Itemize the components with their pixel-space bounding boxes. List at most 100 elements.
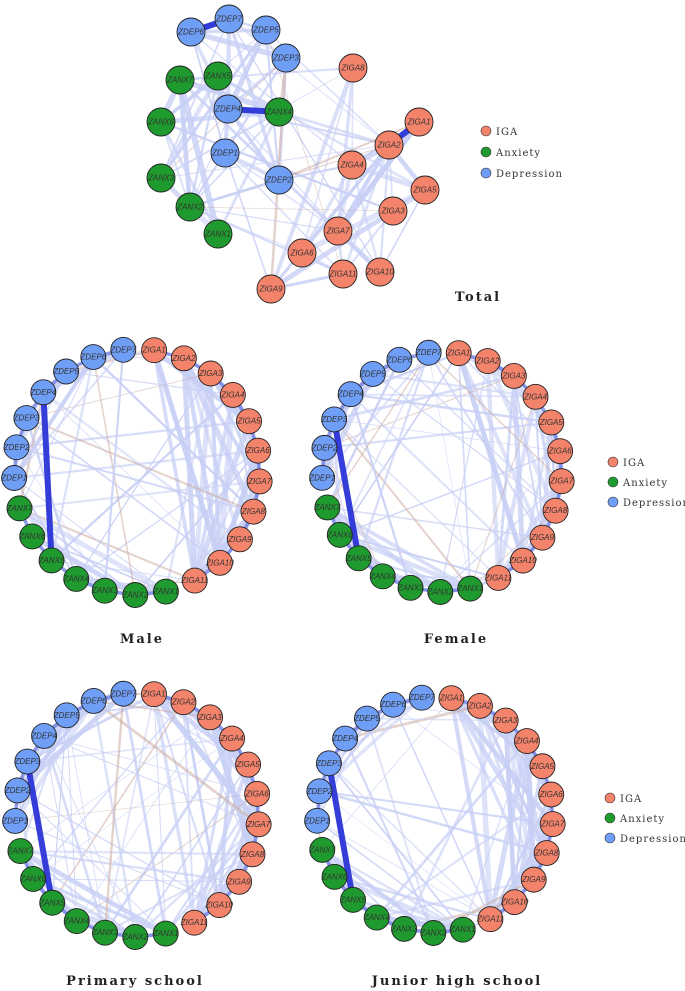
node-female-zanx3: ZANX3 (397, 574, 424, 601)
node-label: ZIGA11 (484, 573, 512, 582)
node-circle (210, 138, 240, 168)
node-total-zanx3: ZANX3 (146, 163, 176, 193)
network-edge (321, 849, 405, 930)
network-edge (427, 352, 563, 482)
node-primary-ziga10: ZIGA10 (204, 892, 234, 919)
node-circle (244, 780, 271, 807)
node-circle (203, 61, 233, 91)
node-circle (226, 868, 253, 895)
node-label: ZDEP4 (331, 734, 358, 743)
node-male-ziga10: ZIGA10 (205, 549, 234, 576)
node-male-zdep7: ZDEP7 (109, 336, 137, 363)
legend-label-anxiety: Anxiety (495, 148, 541, 159)
node-junior-ziga9: ZIGA9 (520, 866, 547, 893)
node-circle (538, 409, 565, 436)
node-male-zanx2: ZANX2 (121, 582, 149, 608)
node-label: ZIGA9 (521, 875, 546, 884)
node-male-zdep5: ZDEP5 (52, 358, 80, 385)
node-label: ZIGA1 (406, 118, 430, 127)
node-label: ZANX7 (166, 76, 193, 85)
node-circle (427, 579, 454, 605)
node-label: ZDEP3 (13, 757, 40, 766)
node-male-zdep6: ZDEP6 (79, 344, 107, 370)
node-male-zdep1: ZDEP1 (0, 465, 28, 491)
node-circle (337, 150, 367, 180)
node-total-ziga5: ZIGA5 (410, 175, 440, 205)
network-edge (341, 143, 391, 276)
node-primary-ziga11: ZIGA11 (180, 909, 208, 936)
node-female-zdep3: ZDEP3 (320, 406, 348, 433)
node-circle (20, 865, 47, 892)
node-label: ZDEP1 (0, 474, 27, 483)
node-label: ZIGA6 (548, 447, 573, 456)
node-primary-ziga6: ZIGA6 (244, 780, 271, 807)
node-junior-zdep1: ZDEP1 (303, 807, 331, 834)
node-total-zanx5: ZANX5 (203, 61, 233, 91)
node-circle (391, 915, 418, 942)
node-label: ZDEP4 (214, 105, 241, 114)
node-label: ZANX2 (121, 590, 148, 599)
network-edge (217, 822, 261, 907)
node-female-ziga6: ZIGA6 (547, 438, 574, 465)
network-edge (164, 372, 212, 593)
network-edge (193, 449, 260, 582)
node-junior-zanx4: ZANX4 (363, 904, 390, 931)
legend-swatch-depression (604, 832, 616, 844)
panel-title-primary: Primary school (66, 974, 204, 989)
node-circle (235, 751, 262, 778)
node-label: ZANX2 (426, 587, 453, 596)
node-label: ZDEP3 (13, 414, 40, 423)
node-male-ziga1: ZIGA1 (141, 337, 168, 364)
node-circle (141, 337, 168, 364)
node-label: ZIGA4 (514, 737, 539, 746)
node-label: ZANX6 (326, 530, 353, 539)
network-edge (25, 417, 221, 564)
node-female-ziga1: ZIGA1 (445, 340, 472, 367)
node-label: ZANX3 (91, 928, 118, 937)
network-edge (328, 762, 492, 920)
node-label: ZDEP7 (408, 693, 435, 702)
node-circle (314, 494, 341, 521)
node-total-zdep5: ZDEP5 (251, 15, 281, 45)
node-label: ZDEP7 (215, 15, 242, 24)
legend-label-depression: Depression (623, 498, 685, 509)
node-primary-ziga1: ZIGA1 (141, 681, 167, 708)
node-label: ZDEP6 (385, 355, 412, 364)
network-edge (20, 716, 211, 852)
node-label: ZIGA1 (142, 346, 166, 355)
network-edge (449, 696, 536, 882)
node-label: ZIGA1 (141, 690, 165, 699)
node-label: ZDEP1 (1, 816, 28, 825)
network-edge (336, 143, 391, 233)
edges-layer (12, 16, 565, 940)
node-total-zanx1: ZANX1 (203, 219, 233, 249)
node-total-zdep6: ZDEP6 (176, 17, 206, 47)
network-edge (228, 18, 381, 273)
node-junior-zdep2: ZDEP2 (306, 778, 333, 805)
node-circle (170, 345, 197, 372)
network-edge (16, 789, 167, 935)
network-edge (332, 358, 402, 422)
node-junior-ziga11: ZIGA11 (476, 906, 504, 933)
node-total-zdep7: ZDEP7 (214, 4, 244, 34)
node-label: ZANX3 (91, 586, 118, 595)
node-label: ZIGA11 (476, 915, 504, 924)
node-label: ZDEP2 (306, 787, 333, 796)
node-circle (146, 107, 176, 137)
network-edge (50, 355, 95, 562)
node-label: ZIGA10 (205, 558, 234, 567)
node-primary-zdep6: ZDEP6 (80, 688, 107, 714)
node-junior-ziga5: ZIGA5 (529, 753, 556, 780)
node-label: ZIGA7 (247, 477, 272, 486)
node-circle (332, 725, 359, 752)
node-label: ZIGA7 (549, 477, 574, 486)
node-circle (122, 924, 149, 950)
node-label: ZIGA7 (325, 227, 350, 236)
node-circle (92, 919, 118, 946)
network-edge (122, 693, 249, 766)
network-edge (31, 877, 168, 936)
node-label: ZANX6 (321, 872, 348, 881)
node-circle (175, 192, 205, 222)
node-total-zdep3: ZDEP3 (271, 43, 301, 73)
node-label: ZIGA5 (236, 760, 261, 769)
